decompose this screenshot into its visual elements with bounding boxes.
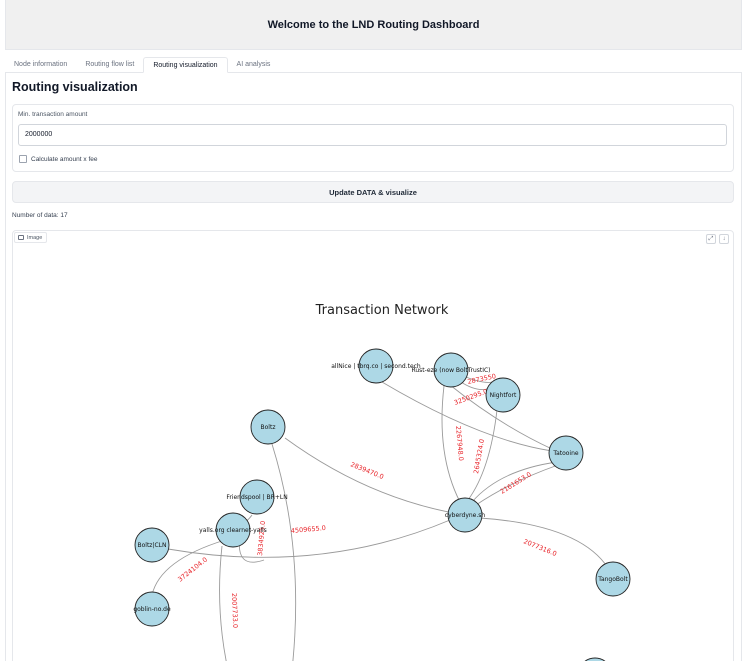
node-yalls[interactable] bbox=[215, 512, 251, 548]
graph-title: Transaction Network bbox=[315, 303, 449, 318]
edge-label: 2839470.0 bbox=[349, 460, 385, 481]
node-label: allNice | tbrq.co | second.tech bbox=[331, 363, 421, 370]
edge-label: 3724104.0 bbox=[176, 556, 209, 584]
edge-boltz-bottom bbox=[271, 443, 297, 661]
data-count: Number of data: 17 bbox=[12, 212, 68, 219]
edge-yalls-goblin bbox=[151, 539, 226, 596]
node-label: TangoBolt bbox=[597, 576, 628, 583]
node-labels: allNice | tbrq.co | second.tech Rust-eze… bbox=[133, 363, 628, 613]
image-badge: Image bbox=[14, 232, 48, 243]
edge-label: 2267948.0 bbox=[454, 425, 465, 461]
edge-tatooine-cyberdyne bbox=[471, 461, 558, 503]
min-amount-input[interactable]: 2000000 bbox=[18, 124, 727, 146]
tab-node-information[interactable]: Node information bbox=[14, 61, 68, 68]
section-title: Routing visualization bbox=[12, 80, 138, 94]
node-cyberdyne[interactable] bbox=[447, 497, 483, 533]
node-tangobolt[interactable] bbox=[595, 561, 631, 597]
node-label: Friendspool | BR+LN bbox=[226, 494, 287, 501]
node-offscreen[interactable] bbox=[578, 657, 612, 661]
node-rusteze[interactable] bbox=[433, 352, 469, 388]
tab-panel bbox=[5, 73, 742, 661]
tab-ai-analysis[interactable]: AI analysis bbox=[236, 61, 271, 68]
edge-label: 4509655.0 bbox=[290, 524, 326, 535]
image-icon bbox=[18, 235, 24, 240]
node-label: Nightfort bbox=[490, 392, 517, 399]
edge-label: 2077316.0 bbox=[522, 537, 558, 558]
app-header: Welcome to the LND Routing Dashboard bbox=[5, 0, 742, 50]
tab-routing-flow-list[interactable]: Routing flow list bbox=[85, 61, 135, 68]
edge-rusteze-tatooine bbox=[449, 384, 553, 450]
node-label: Tatooine bbox=[552, 450, 579, 457]
graph-nodes bbox=[134, 348, 631, 661]
node-boltz[interactable] bbox=[250, 409, 286, 445]
node-nightfort[interactable] bbox=[485, 377, 521, 413]
edge-label: 2161653.0 bbox=[499, 470, 533, 495]
node-label: Boltz bbox=[261, 424, 276, 431]
edge-label: 3250295.0 bbox=[453, 387, 489, 407]
edge-label: 2007733.0 bbox=[230, 593, 239, 628]
node-label: Boltz|CLN bbox=[138, 542, 167, 549]
node-label: goblin-no.de bbox=[133, 606, 171, 613]
fee-checkbox[interactable] bbox=[19, 155, 27, 163]
node-boltzcln[interactable] bbox=[134, 527, 170, 563]
fee-checkbox-label: Calculate amount x fee bbox=[31, 155, 98, 163]
node-label: cyberdyne.sh bbox=[445, 512, 486, 519]
node-label: yalls.org clearnet-yalls bbox=[199, 527, 267, 534]
edge-label: 3834925.0 bbox=[256, 520, 267, 556]
edge-cyberdyne-tangobolt bbox=[479, 517, 609, 569]
fee-checkbox-row[interactable]: Calculate amount x fee bbox=[19, 155, 97, 163]
node-goblin[interactable] bbox=[134, 591, 170, 627]
download-icon[interactable]: ↓ bbox=[719, 234, 729, 244]
edge-boltzcln-cyberdyne bbox=[167, 519, 451, 558]
app-title: Welcome to the LND Routing Dashboard bbox=[267, 18, 480, 31]
image-output bbox=[12, 230, 734, 661]
edge-rusteze-nightfort-a bbox=[465, 376, 493, 383]
tab-bar: Node information Routing flow list Routi… bbox=[5, 57, 742, 73]
edge-tatooine-cyberdyne-2 bbox=[475, 464, 559, 506]
update-visualize-button[interactable]: Update DATA & visualize bbox=[12, 181, 734, 203]
image-badge-label: Image bbox=[27, 234, 43, 241]
node-tatooine[interactable] bbox=[548, 435, 584, 471]
tab-routing-visualization[interactable]: Routing visualization bbox=[143, 57, 228, 73]
edge-rusteze-cyberdyne bbox=[441, 385, 461, 503]
graph-edges bbox=[151, 376, 609, 661]
node-alnice[interactable] bbox=[358, 348, 394, 384]
edge-yalls-bottom bbox=[219, 545, 227, 661]
node-friendspool[interactable] bbox=[239, 479, 275, 515]
fullscreen-icon[interactable]: ⤢ bbox=[706, 234, 716, 244]
edge-alnice-tatooine bbox=[381, 381, 553, 452]
edge-boltz-cyberdyne bbox=[284, 437, 466, 516]
edge-nightfort-cyberdyne bbox=[467, 409, 498, 501]
node-label: Rust-eze (now BoltTrustIC) bbox=[411, 367, 490, 374]
min-amount-label: Min. transaction amount bbox=[18, 111, 88, 118]
